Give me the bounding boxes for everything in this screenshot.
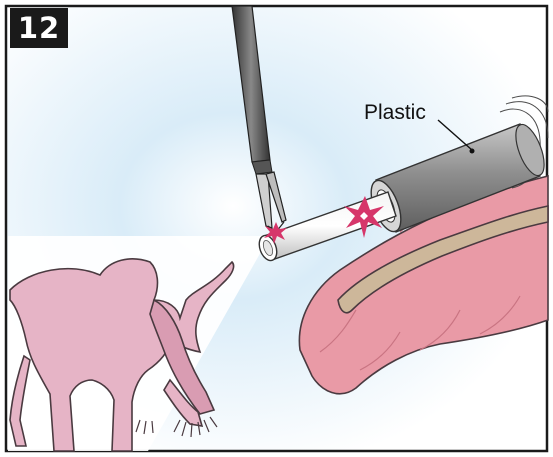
plastic-label: Plastic	[364, 101, 426, 125]
plastic-callout-dot	[470, 149, 475, 154]
panel-number-badge: 12	[10, 8, 68, 48]
